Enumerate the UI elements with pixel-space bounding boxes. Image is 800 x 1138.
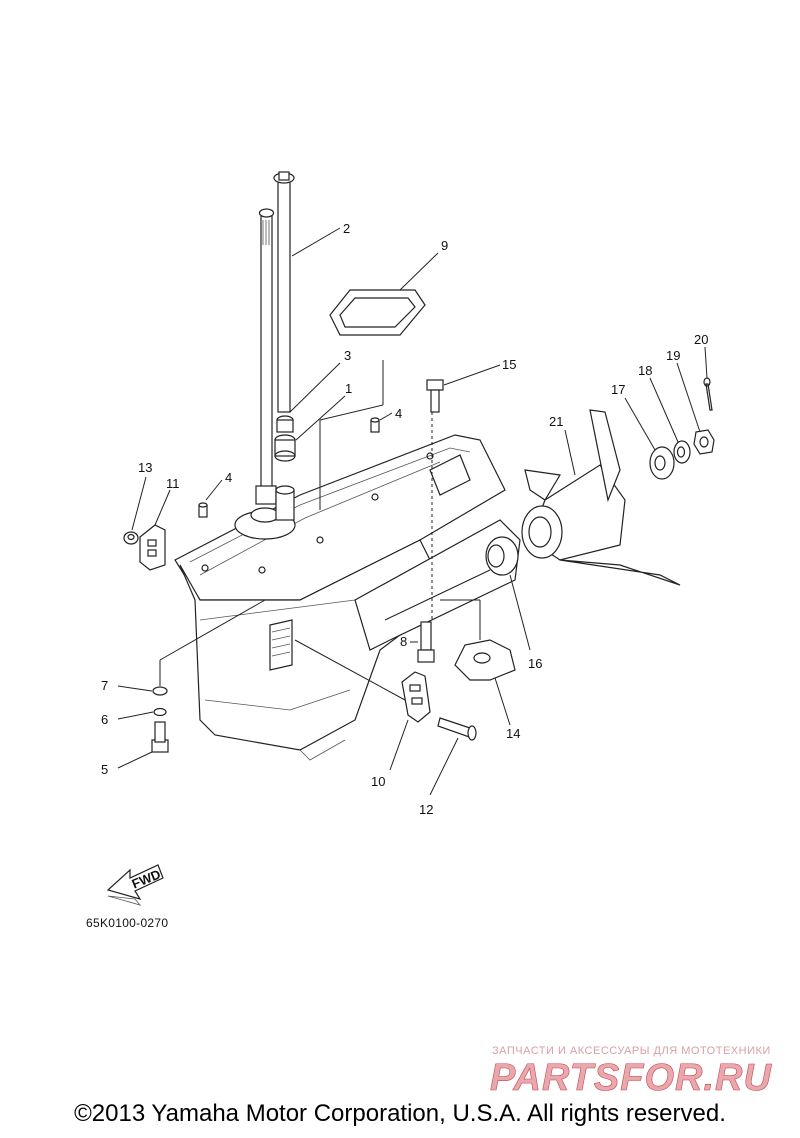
driveshaft-collar — [275, 485, 295, 521]
callout-17: 17 — [611, 382, 625, 397]
callout-numbers: 2 9 3 1 4 4 15 13 11 7 6 5 8 10 12 14 16… — [101, 221, 708, 817]
callout-10: 10 — [371, 774, 385, 789]
bushing-part-3 — [276, 415, 294, 433]
thrust-washer-part-16 — [485, 536, 519, 576]
callout-4b: 4 — [395, 406, 402, 421]
bolt-part-5 — [151, 721, 169, 753]
spacer-part-17 — [649, 446, 675, 480]
nut-part-13 — [123, 531, 139, 545]
screw-part-12 — [437, 717, 477, 741]
callout-18: 18 — [638, 363, 652, 378]
dowel-pin-part-4-b — [370, 417, 380, 433]
watermark-caption: ЗАПЧАСТИ И АКСЕССУАРЫ ДЛЯ МОТОТЕХНИКИ — [492, 1045, 771, 1057]
callout-20: 20 — [694, 332, 708, 347]
callout-1: 1 — [345, 381, 352, 396]
fwd-label: FWD — [130, 866, 163, 891]
diagram-code: 65K0100-0270 — [86, 916, 169, 930]
washer-part-7 — [152, 686, 168, 696]
callout-12: 12 — [419, 802, 433, 817]
watermark-logo: PARTSFOR.RU — [490, 1057, 772, 1100]
dowel-pin-part-4-a — [198, 502, 208, 518]
bolt-part-15 — [426, 379, 444, 413]
callout-6: 6 — [101, 712, 108, 727]
cotter-pin-part-20 — [703, 377, 713, 411]
callout-11: 11 — [166, 476, 180, 491]
gasket-part-9 — [329, 289, 426, 336]
callout-9: 9 — [441, 238, 448, 253]
fwd-arrow-icon: FWD — [106, 864, 164, 906]
callout-2: 2 — [343, 221, 350, 236]
callout-16: 16 — [528, 656, 542, 671]
propeller-part-21 — [521, 409, 681, 586]
copyright-notice: ©2013 Yamaha Motor Corporation, U.S.A. A… — [74, 1100, 726, 1127]
driveshaft-part-2 — [273, 171, 295, 413]
trim-tab-anode-part-11 — [139, 524, 166, 571]
callout-13: 13 — [138, 460, 152, 475]
bolt-part-8 — [417, 621, 435, 663]
seal-part-1 — [274, 434, 296, 462]
anode-part-10 — [401, 671, 431, 723]
callout-15: 15 — [502, 357, 516, 372]
watermark-logo-text: PARTSFOR.RU — [490, 1057, 772, 1099]
washer-part-18 — [673, 440, 691, 464]
anode-part-14 — [454, 639, 516, 681]
callout-3: 3 — [344, 348, 351, 363]
nut-part-19 — [693, 429, 715, 455]
washer-part-6 — [153, 707, 167, 717]
callout-7: 7 — [101, 678, 108, 693]
callout-8: 8 — [400, 634, 407, 649]
callout-21: 21 — [549, 414, 563, 429]
callout-4a: 4 — [225, 470, 232, 485]
callout-5: 5 — [101, 762, 108, 777]
leader-lines — [117, 227, 708, 796]
callout-14: 14 — [506, 726, 520, 741]
callout-19: 19 — [666, 348, 680, 363]
shift-rod — [255, 208, 277, 505]
